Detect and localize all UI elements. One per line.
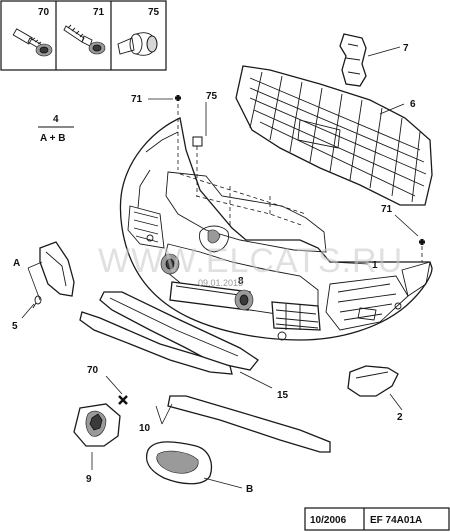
callout-1: 1 (372, 260, 378, 271)
footer-code: EF 74A01A (370, 515, 422, 526)
callout-4-group: 4 A + B (38, 114, 74, 144)
fastener-75-marker (192, 136, 203, 147)
fastener-70 (118, 395, 128, 405)
lion-emblem-icon (199, 225, 229, 253)
grille-part (235, 65, 433, 206)
callout-15: 15 (277, 390, 289, 401)
legend-ref-71: 71 (93, 7, 105, 18)
fog-cover-left-part (39, 241, 75, 297)
callout-75: 75 (206, 91, 218, 102)
plate-holder-part (169, 281, 251, 311)
lower-grille-insert (271, 301, 321, 331)
callout-B: B (246, 484, 253, 495)
callout-71-right: 71 (381, 204, 393, 215)
tapping-screw-icon (63, 24, 106, 55)
screw-icon (12, 28, 53, 57)
callout-5: 5 (12, 321, 18, 332)
watermark-site: WWW.ELCATS.RU (98, 242, 403, 280)
callout-7: 7 (403, 43, 409, 54)
fastener-71-left (175, 95, 181, 101)
trim-strip-part (167, 395, 331, 453)
footer: 10/2006 EF 74A01A (304, 507, 450, 531)
spoiler-part (99, 291, 259, 371)
callout-4: 4 (53, 114, 59, 125)
emblem-badge-part (73, 403, 121, 447)
grille-insert-part (145, 441, 213, 485)
fog-lamp-insert-right (234, 289, 254, 311)
lion-emblem-icon (89, 413, 103, 431)
legend: 70 71 75 (0, 0, 167, 71)
callout-8: 8 (238, 276, 244, 287)
fastener-71-right (419, 239, 425, 245)
legend-ref-70: 70 (38, 7, 50, 18)
assembly-lines (177, 104, 423, 262)
callout-70: 70 (87, 365, 99, 376)
footer-date: 10/2006 (310, 515, 347, 526)
callout-9: 9 (86, 474, 92, 485)
push-clip-icon (117, 32, 158, 56)
leader-lines (21, 46, 419, 489)
callout-4-parts: A + B (40, 133, 65, 144)
fog-cover-right-part (347, 365, 399, 397)
bumper-shell-part (119, 117, 433, 341)
legend-ref-75: 75 (148, 7, 160, 18)
callout-10: 10 (139, 423, 151, 434)
callout-A: A (13, 258, 20, 269)
lower-lip-part (79, 311, 233, 375)
watermark: WWW.ELCATS.RU 09.01.2013 (98, 242, 403, 288)
callouts: 71 75 7 6 71 1 8 4 A + B A 5 15 70 2 10 … (12, 43, 416, 495)
watermark-date: 09.01.2013 (198, 278, 243, 288)
callout-2: 2 (397, 412, 403, 423)
callout-71-left: 71 (131, 94, 143, 105)
bracket-plate-part (339, 33, 367, 87)
callout-6: 6 (410, 99, 416, 110)
fog-lamp-insert-left (160, 253, 180, 275)
small-clip-part (32, 295, 42, 309)
